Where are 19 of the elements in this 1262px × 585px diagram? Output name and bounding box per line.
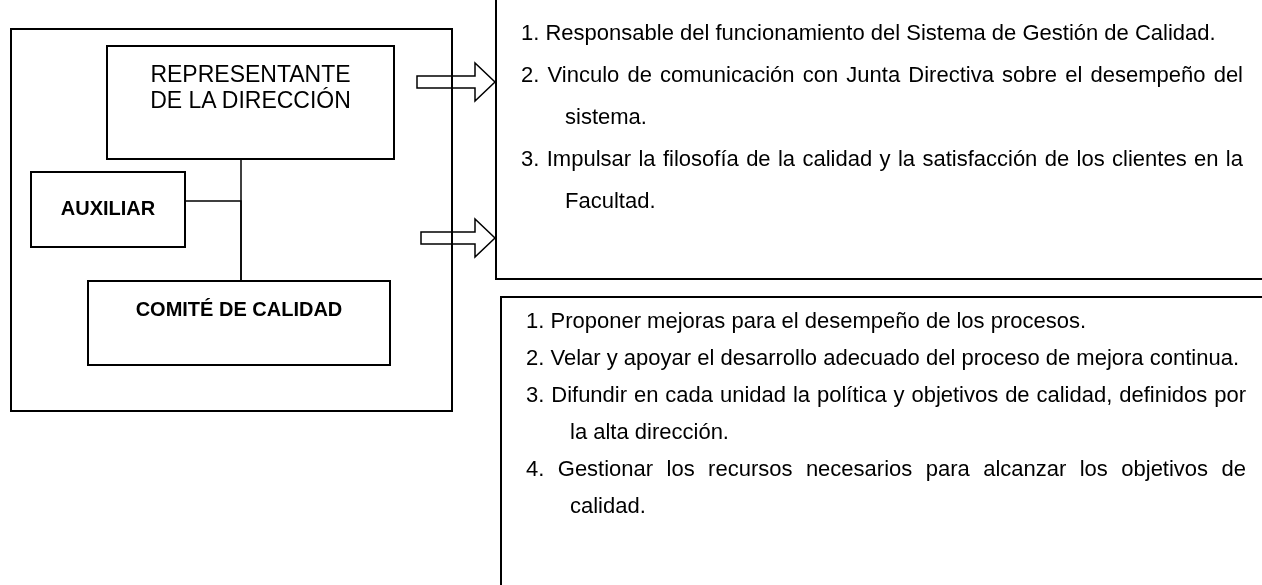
- block-arrow: [420, 217, 497, 259]
- org-box: [106, 45, 395, 160]
- box-label: COMITÉ DE CALIDAD: [134, 297, 344, 321]
- list-item: 3. Impulsar la filosofía de la calidad y la satisfacción de los clientes en la Facultad.: [520, 145, 1243, 215]
- connector-line: [185, 200, 242, 281]
- list-item: 1. Proponer mejoras para el desempeño de los procesos.: [525, 307, 1088, 335]
- box-label: AUXILIAR: [59, 196, 157, 220]
- list-item: 2. Velar y apoyar el desarrollo adecuado del proceso de mejora continua.: [525, 344, 1240, 372]
- list-item: 1. Responsable del funcionamiento del Sistema de Gestión de Calidad.: [520, 19, 1217, 47]
- list-item: 3. Difundir en cada unidad la política y objetivos de calidad, definidos por la alta dirección.: [525, 381, 1246, 446]
- organization-frame: [10, 28, 453, 412]
- org-box: [87, 280, 391, 366]
- list-item: 4. Gestionar los recursos necesarios para alcanzar los objetivos de calidad.: [525, 455, 1246, 520]
- box-label: REPRESENTANTE DE LA DIRECCIÓN: [149, 60, 352, 114]
- block-arrow: [416, 61, 497, 103]
- list-box: [495, 0, 1262, 280]
- list-item: 2. Vinculo de comunicación con Junta Directiva sobre el desempeño del sistema.: [520, 61, 1243, 131]
- list-box: [500, 296, 1262, 585]
- org-box: [30, 171, 186, 248]
